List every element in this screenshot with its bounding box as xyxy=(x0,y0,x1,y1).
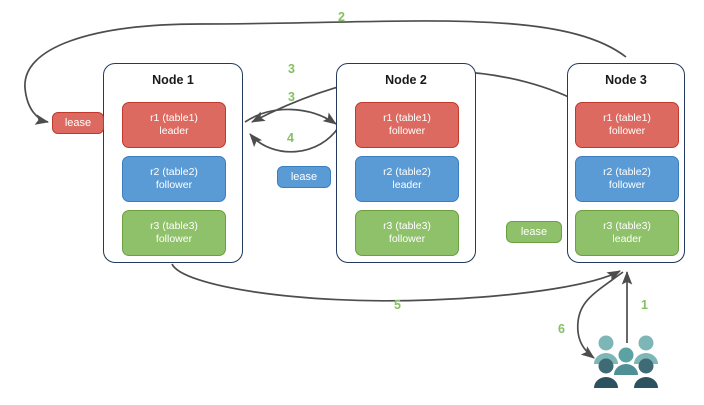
node-card-node2[interactable]: Node 2 r1 (table1) follower r2 (table2) … xyxy=(336,63,476,263)
replica-name: r3 (table3) xyxy=(603,220,651,232)
replica-node2-r1[interactable]: r1 (table1) follower xyxy=(355,102,459,148)
replica-role: leader xyxy=(159,125,189,137)
replica-node3-r1[interactable]: r1 (table1) follower xyxy=(575,102,679,148)
node-title: Node 3 xyxy=(605,73,647,87)
replica-node2-r3[interactable]: r3 (table3) follower xyxy=(355,210,459,256)
replica-node1-r3[interactable]: r3 (table3) follower xyxy=(122,210,226,256)
replica-name: r2 (table2) xyxy=(150,166,198,178)
lease-chip-r1[interactable]: lease xyxy=(52,112,104,134)
replica-role: follower xyxy=(388,125,426,137)
replica-role: leader xyxy=(612,233,642,245)
replica-name: r3 (table3) xyxy=(150,220,198,232)
replica-node2-r2[interactable]: r2 (table2) leader xyxy=(355,156,459,202)
replica-name: r1 (table1) xyxy=(603,112,651,124)
step-label-2: 2 xyxy=(338,10,345,24)
replica-name: r1 (table1) xyxy=(383,112,431,124)
replica-node3-r2[interactable]: r2 (table2) follower xyxy=(575,156,679,202)
node-card-node1[interactable]: Node 1 r1 (table1) leader r2 (table2) fo… xyxy=(103,63,243,263)
replica-role: follower xyxy=(608,179,646,191)
edge-step-4 xyxy=(249,124,341,153)
replica-role: follower xyxy=(388,233,426,245)
step-label-3a: 3 xyxy=(288,62,295,76)
replica-node3-r3[interactable]: r3 (table3) leader xyxy=(575,210,679,256)
replica-role: follower xyxy=(155,179,193,191)
step-label-5: 5 xyxy=(394,298,401,312)
step-label-1: 1 xyxy=(641,298,648,312)
node-title: Node 1 xyxy=(152,73,194,87)
users-icon xyxy=(594,335,658,388)
replica-role: follower xyxy=(608,125,646,137)
replica-role: leader xyxy=(392,179,422,191)
replica-role: follower xyxy=(155,233,193,245)
node-card-node3[interactable]: Node 3 r1 (table1) follower r2 (table2) … xyxy=(567,63,685,263)
step-label-6: 6 xyxy=(558,322,565,336)
step-label-3b: 3 xyxy=(288,90,295,104)
replica-name: r2 (table2) xyxy=(603,166,651,178)
step-label-4: 4 xyxy=(287,131,294,145)
replica-name: r2 (table2) xyxy=(383,166,431,178)
node-title: Node 2 xyxy=(385,73,427,87)
edge-step-3-short xyxy=(244,108,337,125)
replica-name: r3 (table3) xyxy=(383,220,431,232)
replica-node1-r2[interactable]: r2 (table2) follower xyxy=(122,156,226,202)
lease-chip-r2[interactable]: lease xyxy=(277,166,331,188)
lease-chip-r3[interactable]: lease xyxy=(506,221,562,243)
edge-step-5 xyxy=(171,263,621,302)
replica-name: r1 (table1) xyxy=(150,112,198,124)
replica-node1-r1[interactable]: r1 (table1) leader xyxy=(122,102,226,148)
